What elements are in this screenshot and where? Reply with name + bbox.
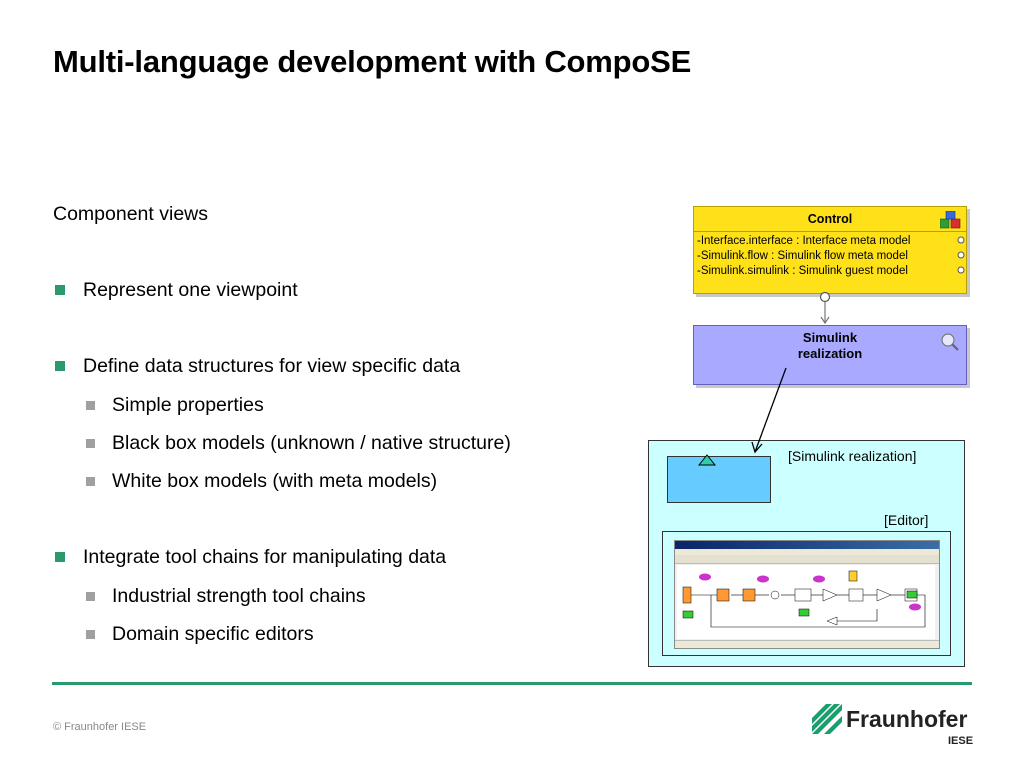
sub-bullet-square-icon bbox=[86, 439, 95, 448]
editor-toolbar bbox=[675, 555, 939, 564]
control-attribute: -Simulink.flow : Simulink flow meta mode… bbox=[697, 250, 908, 262]
editor-menubar bbox=[675, 549, 939, 555]
footer-copyright: © Fraunhofer IESE bbox=[53, 721, 147, 733]
control-component: Control -Interface.interface : Interface… bbox=[693, 206, 967, 294]
simulink-realization-label: [Simulink realization] bbox=[788, 448, 917, 464]
sub-bullet-text: White box models (with meta models) bbox=[112, 470, 438, 492]
package-triangle-icon bbox=[697, 454, 717, 466]
interface-lollipop-icon bbox=[819, 291, 831, 303]
bullet-square-icon bbox=[55, 552, 65, 562]
logo-subtitle: IESE bbox=[948, 735, 974, 747]
fraunhofer-logo: Fraunhofer IESE bbox=[812, 704, 982, 750]
component-cubes-icon bbox=[940, 211, 961, 229]
control-attribute: -Interface.interface : Interface meta mo… bbox=[697, 235, 911, 247]
sub-bullet-text: Industrial strength tool chains bbox=[112, 585, 366, 607]
bullet-square-icon bbox=[55, 361, 65, 371]
sub-bullet-text: Black box models (unknown / native struc… bbox=[112, 432, 511, 454]
simulink-realization-component: Simulink realization bbox=[693, 325, 967, 385]
subheading: Component views bbox=[53, 203, 208, 225]
bullet-text: Define data structures for view specific… bbox=[83, 355, 461, 377]
editor-label: [Editor] bbox=[884, 512, 929, 528]
control-attribute-list: -Interface.interface : Interface meta mo… bbox=[697, 234, 911, 279]
arrowhead-icon bbox=[820, 316, 830, 325]
bullet-text: Represent one viewpoint bbox=[83, 279, 298, 301]
magnifier-icon bbox=[941, 333, 959, 351]
bullet-text: Integrate tool chains for manipulating d… bbox=[83, 546, 447, 568]
editor-statusbar bbox=[675, 640, 939, 648]
fraunhofer-logo-icon bbox=[812, 704, 842, 734]
sub-bullet-square-icon bbox=[86, 477, 95, 486]
simulink-title-line: Simulink bbox=[802, 330, 858, 345]
bullet-square-icon bbox=[55, 285, 65, 295]
sub-bullet-text: Simple properties bbox=[112, 394, 264, 416]
mapping-arrow bbox=[754, 367, 787, 453]
simulink-model-graphic bbox=[682, 570, 926, 628]
port-icons bbox=[957, 236, 965, 274]
logo-wordmark: Fraunhofer bbox=[846, 706, 968, 732]
package-tab bbox=[667, 456, 771, 503]
editor-screenshot bbox=[674, 540, 940, 649]
sub-bullet-text: Domain specific editors bbox=[112, 623, 314, 645]
simulink-realization-title: Simulink realization bbox=[694, 330, 966, 362]
editor-titlebar bbox=[675, 541, 939, 549]
control-attribute: -Simulink.simulink : Simulink guest mode… bbox=[697, 265, 908, 277]
editor-canvas bbox=[677, 565, 935, 639]
sub-bullet-square-icon bbox=[86, 630, 95, 639]
footer-divider bbox=[52, 682, 972, 685]
sub-bullet-square-icon bbox=[86, 401, 95, 410]
control-title: Control bbox=[694, 207, 966, 232]
simulink-title-line: realization bbox=[797, 346, 863, 361]
sub-bullet-square-icon bbox=[86, 592, 95, 601]
slide-title: Multi-language development with CompoSE bbox=[53, 44, 692, 79]
mapping-arrowhead-icon bbox=[751, 441, 763, 454]
